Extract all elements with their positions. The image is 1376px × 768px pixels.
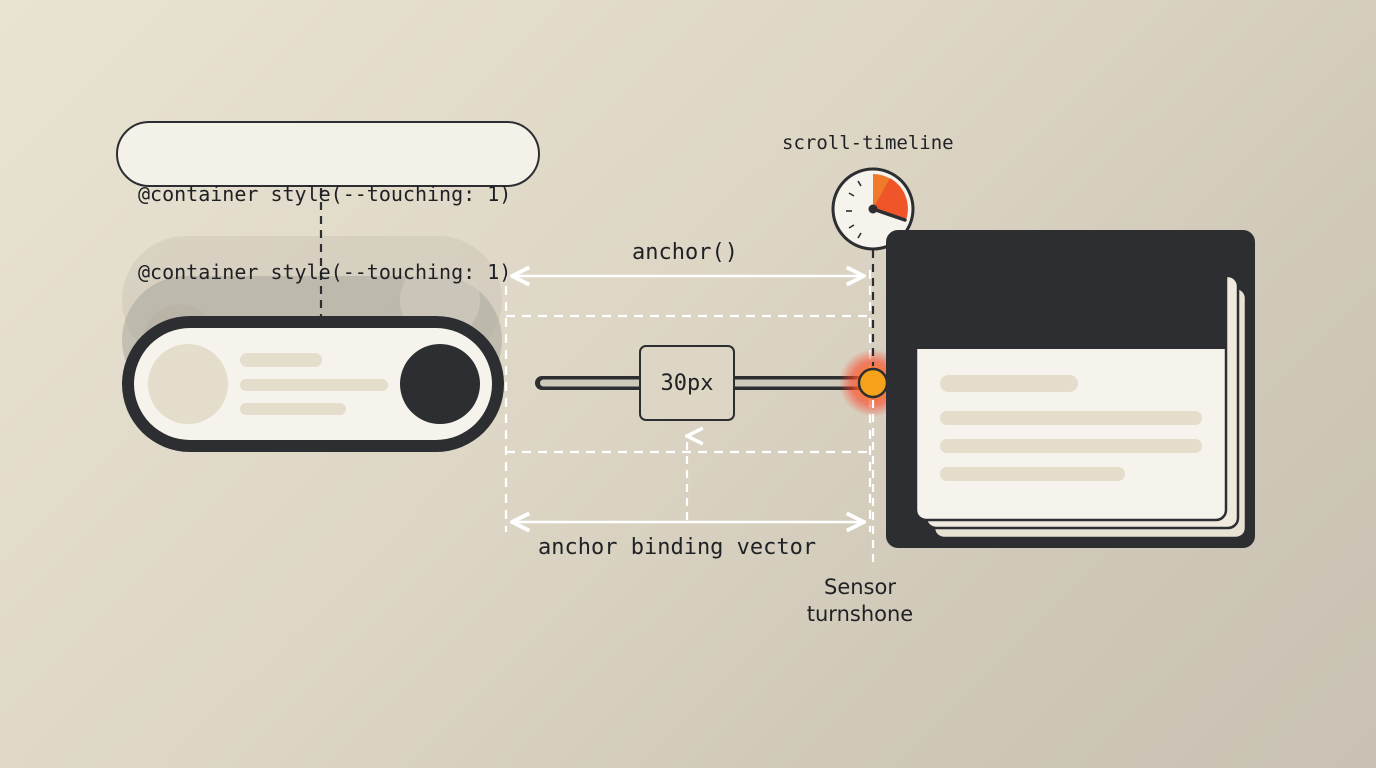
sensor-dot-icon[interactable] xyxy=(857,367,889,399)
offset-size-label: 30px xyxy=(660,370,714,396)
container-query-line-2: @container style(--touching: 1) xyxy=(138,260,512,284)
sensor-label-line-1: Sensor xyxy=(824,575,896,599)
offset-size-box: 30px xyxy=(639,345,735,421)
toggle-knob xyxy=(400,344,480,424)
container-query-line-1: @container style(--touching: 1) xyxy=(138,182,512,206)
toggle-pill-icon[interactable] xyxy=(122,316,504,452)
container-query-label: @container style(--touching: 1) @contain… xyxy=(116,121,540,284)
toggle-avatar-placeholder xyxy=(148,344,228,424)
anchor-binding-vector-label: anchor binding vector xyxy=(538,535,817,560)
sensor-label: Sensor turnshone xyxy=(790,574,930,628)
gauge-icon[interactable] xyxy=(831,167,915,251)
scroll-timeline-label: scroll-timeline xyxy=(782,132,954,154)
anchor-function-label: anchor() xyxy=(632,240,738,265)
card-stack-icon[interactable] xyxy=(886,230,1255,548)
sensor-label-line-2: turnshone xyxy=(806,602,914,626)
